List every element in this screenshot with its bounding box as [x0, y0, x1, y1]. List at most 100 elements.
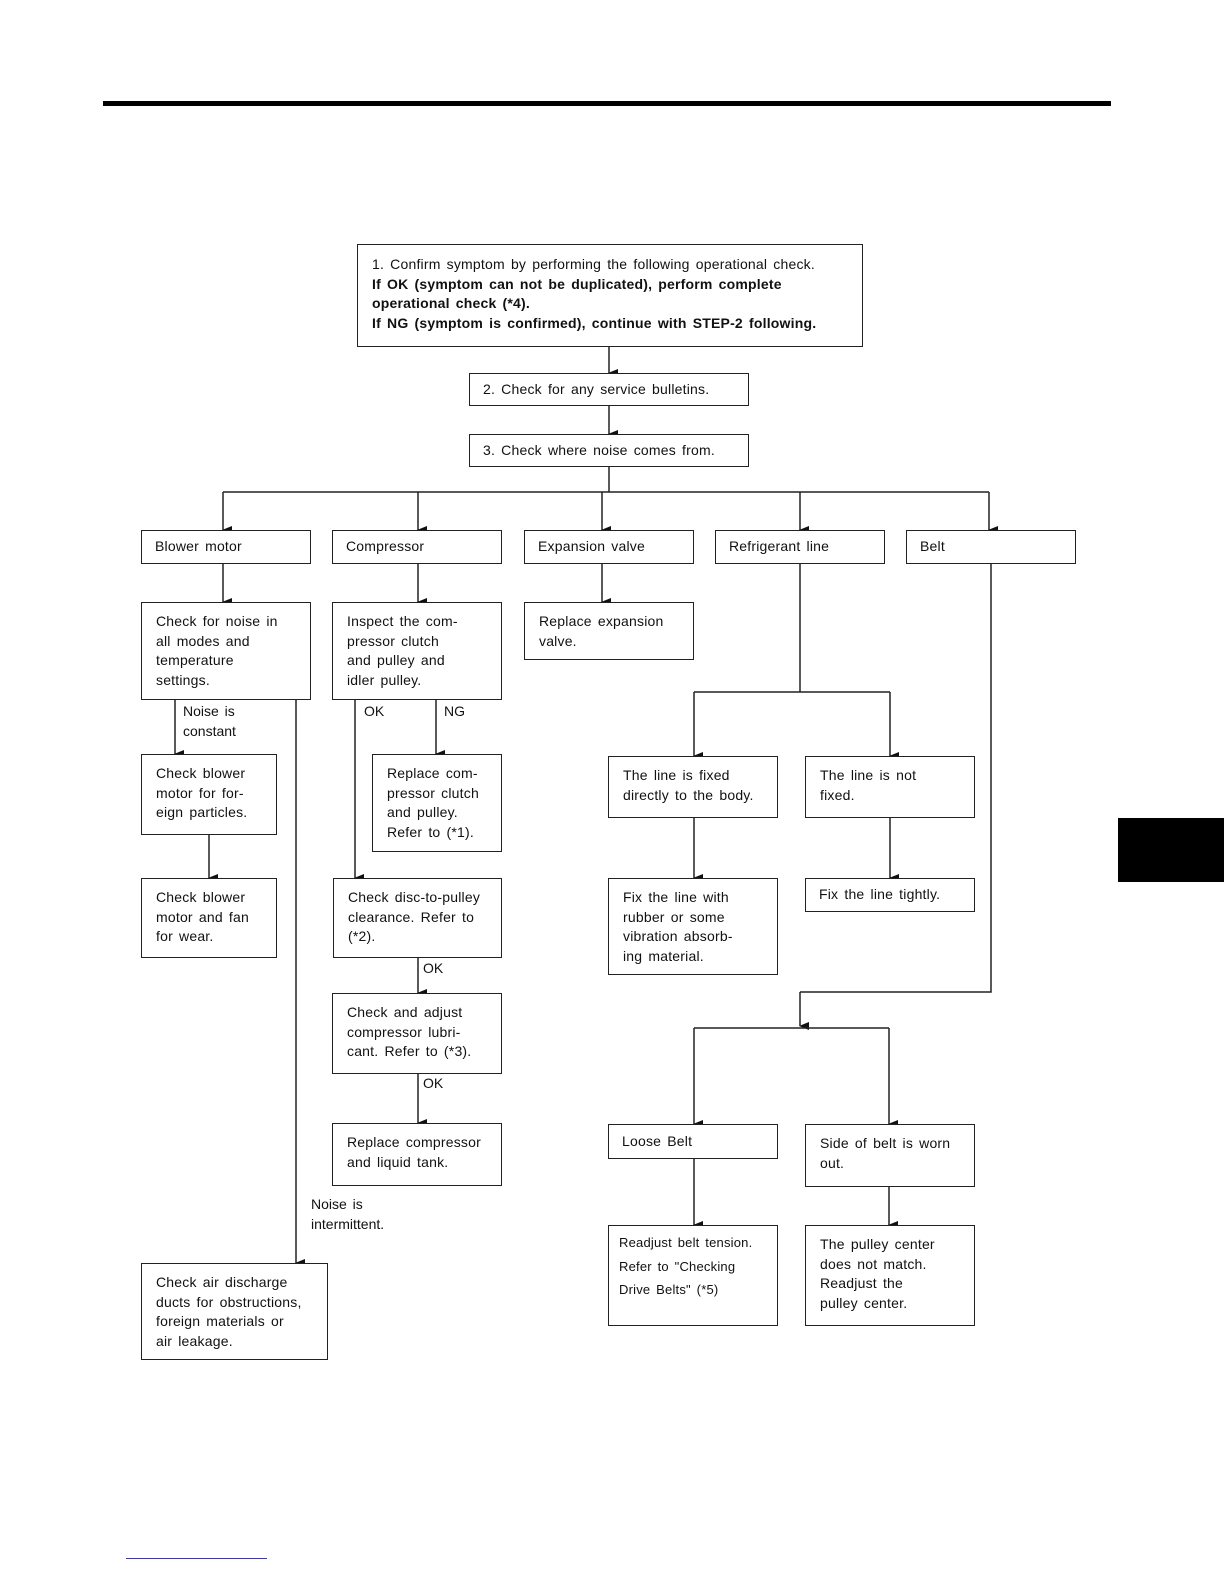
category-expansion-valve-label: Expansion valve — [538, 538, 645, 555]
step-confirm-line-3: operational check (*4). — [372, 295, 530, 311]
blower-check-noise-line-4: settings. — [156, 671, 210, 688]
step-noise-source: 3. Check where noise comes from. — [469, 434, 749, 467]
step-bulletins-text: 2. Check for any service bulletins. — [483, 380, 710, 397]
refrigerant-fix-rubber-line-4: ing material. — [623, 947, 704, 964]
compressor-check-clearance-line-2: clearance. Refer to — [348, 908, 475, 925]
label-noise-intermittent-line-1: Noise is — [311, 1196, 363, 1212]
category-refrigerant-line-label: Refrigerant line — [729, 538, 830, 555]
refrigerant-line-fixed-line-2: directly to the body. — [623, 786, 754, 803]
refrigerant-line-fixed-line-1: The line is fixed — [623, 767, 730, 783]
refrigerant-not-fixed-line-1: The line is not — [820, 767, 917, 783]
refrigerant-fix-rubber: Fix the line with rubber or some vibrati… — [608, 878, 778, 975]
compressor-replace-compressor: Replace compressor and liquid tank. — [332, 1123, 502, 1186]
belt-side-worn: Side of belt is worn out. — [805, 1124, 975, 1187]
compressor-replace-clutch-line-3: and pulley. — [387, 804, 458, 820]
step-confirm-line-1: 1. Confirm symptom by performing the fol… — [372, 256, 815, 272]
refrigerant-fix-tightly: Fix the line tightly. — [805, 878, 975, 912]
category-blower-motor-label: Blower motor — [155, 538, 242, 555]
compressor-check-lubricant: Check and adjust compressor lubri- cant.… — [332, 993, 502, 1074]
blower-check-particles: Check blower motor for for- eign particl… — [141, 754, 277, 835]
compressor-check-clearance: Check disc-to-pulley clearance. Refer to… — [333, 878, 502, 958]
label-clearance-ok: OK — [423, 960, 444, 976]
compressor-replace-line-2: and liquid tank. — [347, 1153, 449, 1170]
label-noise-constant-line-2: constant — [183, 722, 236, 739]
compressor-replace-clutch-line-4: Refer to (*1). — [387, 823, 474, 840]
refrigerant-not-fixed-line-2: fixed. — [820, 786, 855, 803]
compressor-check-clearance-line-3: (*2). — [348, 928, 376, 944]
label-lubricant-ok: OK — [423, 1075, 444, 1091]
blower-check-ducts: Check air discharge ducts for obstructio… — [141, 1263, 328, 1360]
compressor-replace-clutch: Replace com- pressor clutch and pulley. … — [372, 754, 502, 852]
category-compressor: Compressor — [332, 530, 502, 564]
belt-readjust-line-3: Drive Belts" (*5) — [619, 1282, 719, 1297]
step-service-bulletins: 2. Check for any service bulletins. — [469, 373, 749, 406]
step-confirm-line-2: If OK (symptom can not be duplicated), p… — [372, 275, 782, 292]
compressor-replace-clutch-line-2: pressor clutch — [387, 784, 479, 801]
blower-check-wear-line-1: Check blower — [156, 889, 246, 905]
blower-check-wear-line-3: for wear. — [156, 928, 214, 944]
refrigerant-fix-tightly-text: Fix the line tightly. — [819, 886, 941, 903]
step-confirm-line-4: If NG (symptom is confirmed), continue w… — [372, 314, 817, 331]
refrigerant-fix-rubber-line-1: Fix the line with — [623, 889, 729, 905]
blower-check-particles-line-3: eign particles. — [156, 804, 248, 820]
line-belt-stem — [800, 564, 992, 993]
step-noise-source-text: 3. Check where noise comes from. — [483, 441, 715, 458]
blower-check-wear-line-2: motor and fan — [156, 908, 249, 925]
expansion-replace-valve: Replace expansion valve. — [524, 602, 694, 660]
refrigerant-line-fixed: The line is fixed directly to the body. — [608, 756, 778, 818]
blower-check-particles-line-1: Check blower — [156, 765, 246, 781]
belt-worn-line-2: out. — [820, 1154, 845, 1171]
blower-check-ducts-line-4: air leakage. — [156, 1332, 233, 1349]
blower-check-ducts-line-2: ducts for obstructions, — [156, 1293, 302, 1310]
compressor-inspect-line-1: Inspect the com- — [347, 613, 458, 629]
refrigerant-line-not-fixed: The line is not fixed. — [805, 756, 975, 818]
category-expansion-valve: Expansion valve — [524, 530, 694, 564]
belt-pulley-line-4: pulley center. — [820, 1294, 908, 1311]
compressor-inspect-line-3: and pulley and — [347, 652, 445, 668]
blower-check-ducts-line-1: Check air discharge — [156, 1274, 288, 1290]
category-refrigerant-line: Refrigerant line — [715, 530, 885, 564]
belt-pulley-line-3: Readjust the — [820, 1275, 904, 1291]
label-inspect-ng: NG — [444, 703, 465, 719]
compressor-check-lubricant-line-2: compressor lubri- — [347, 1023, 461, 1040]
label-inspect-ok: OK — [364, 703, 385, 719]
label-noise-intermittent: Noise is intermittent. — [311, 1195, 384, 1234]
category-blower-motor: Blower motor — [141, 530, 311, 564]
belt-readjust-line-1: Readjust belt tension. — [619, 1235, 753, 1250]
blower-check-noise-line-3: temperature — [156, 652, 234, 668]
belt-pulley-line-2: does not match. — [820, 1255, 927, 1272]
compressor-replace-clutch-line-1: Replace com- — [387, 765, 478, 781]
refrigerant-fix-rubber-line-2: rubber or some — [623, 908, 725, 925]
blower-check-wear: Check blower motor and fan for wear. — [141, 878, 277, 958]
category-belt-label: Belt — [920, 538, 945, 555]
blower-check-noise-line-1: Check for noise in — [156, 613, 278, 629]
expansion-replace-line-1: Replace expansion — [539, 613, 664, 629]
compressor-inspect-line-4: idler pulley. — [347, 671, 422, 688]
belt-loose-text: Loose Belt — [622, 1132, 693, 1149]
compressor-check-clearance-line-1: Check disc-to-pulley — [348, 889, 481, 905]
header-rule — [103, 101, 1111, 106]
step-confirm-symptom: 1. Confirm symptom by performing the fol… — [357, 244, 863, 347]
blower-check-ducts-line-3: foreign materials or — [156, 1313, 284, 1329]
expansion-replace-line-2: valve. — [539, 632, 577, 649]
blower-check-particles-line-2: motor for for- — [156, 784, 244, 801]
belt-pulley-line-1: The pulley center — [820, 1236, 935, 1252]
category-compressor-label: Compressor — [346, 538, 425, 555]
compressor-inspect-clutch: Inspect the com- pressor clutch and pull… — [332, 602, 502, 700]
belt-loose: Loose Belt — [608, 1124, 778, 1159]
compressor-check-lubricant-line-3: cant. Refer to (*3). — [347, 1043, 472, 1059]
footer-link-underline — [126, 1558, 267, 1559]
label-noise-intermittent-line-2: intermittent. — [311, 1215, 385, 1232]
label-noise-constant: Noise is constant — [183, 702, 236, 741]
blower-check-noise-line-2: all modes and — [156, 632, 250, 649]
blower-check-noise: Check for noise in all modes and tempera… — [141, 602, 311, 700]
compressor-inspect-line-2: pressor clutch — [347, 632, 439, 649]
label-noise-constant-line-1: Noise is — [183, 703, 235, 719]
refrigerant-fix-rubber-line-3: vibration absorb- — [623, 928, 733, 944]
belt-worn-line-1: Side of belt is worn — [820, 1135, 951, 1151]
belt-pulley-center: The pulley center does not match. Readju… — [805, 1225, 975, 1326]
compressor-check-lubricant-line-1: Check and adjust — [347, 1004, 463, 1020]
belt-readjust-tension: Readjust belt tension. Refer to "Checkin… — [608, 1225, 778, 1326]
category-belt: Belt — [906, 530, 1076, 564]
